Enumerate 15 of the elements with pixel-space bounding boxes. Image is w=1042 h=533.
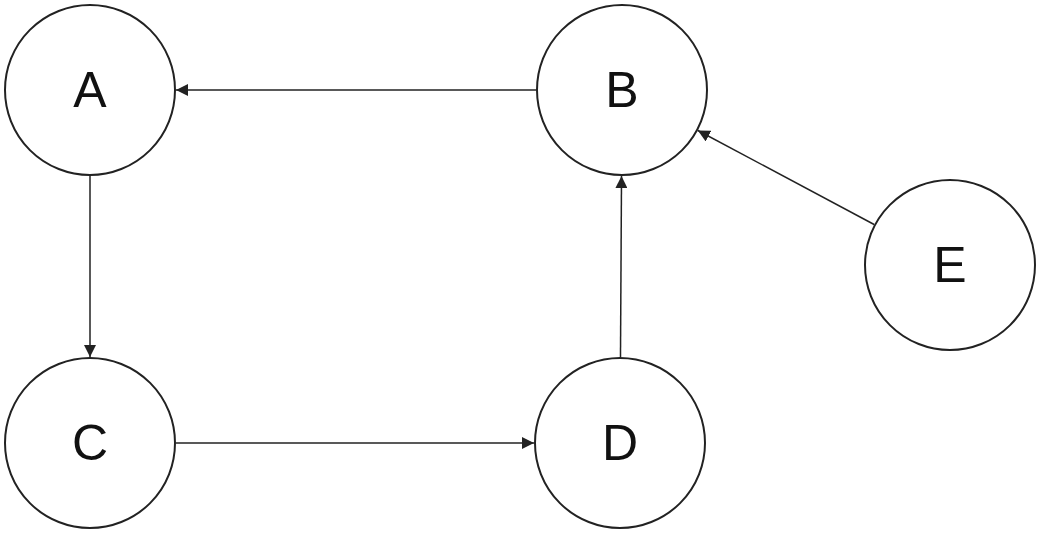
arrow: [84, 175, 96, 358]
node-circle: [4, 4, 176, 176]
arrow: [697, 129, 875, 226]
node-label: E: [933, 240, 967, 290]
node-label: D: [601, 418, 639, 468]
node-circle: [864, 179, 1036, 351]
node-label: A: [73, 65, 107, 115]
node-circle: [536, 4, 708, 176]
node-label: C: [71, 418, 109, 468]
arrow: [175, 84, 537, 96]
arrow: [175, 437, 535, 449]
arrow: [615, 175, 628, 358]
node-circle: [4, 357, 176, 529]
node-circle: [534, 357, 706, 529]
node-label: B: [605, 65, 639, 115]
